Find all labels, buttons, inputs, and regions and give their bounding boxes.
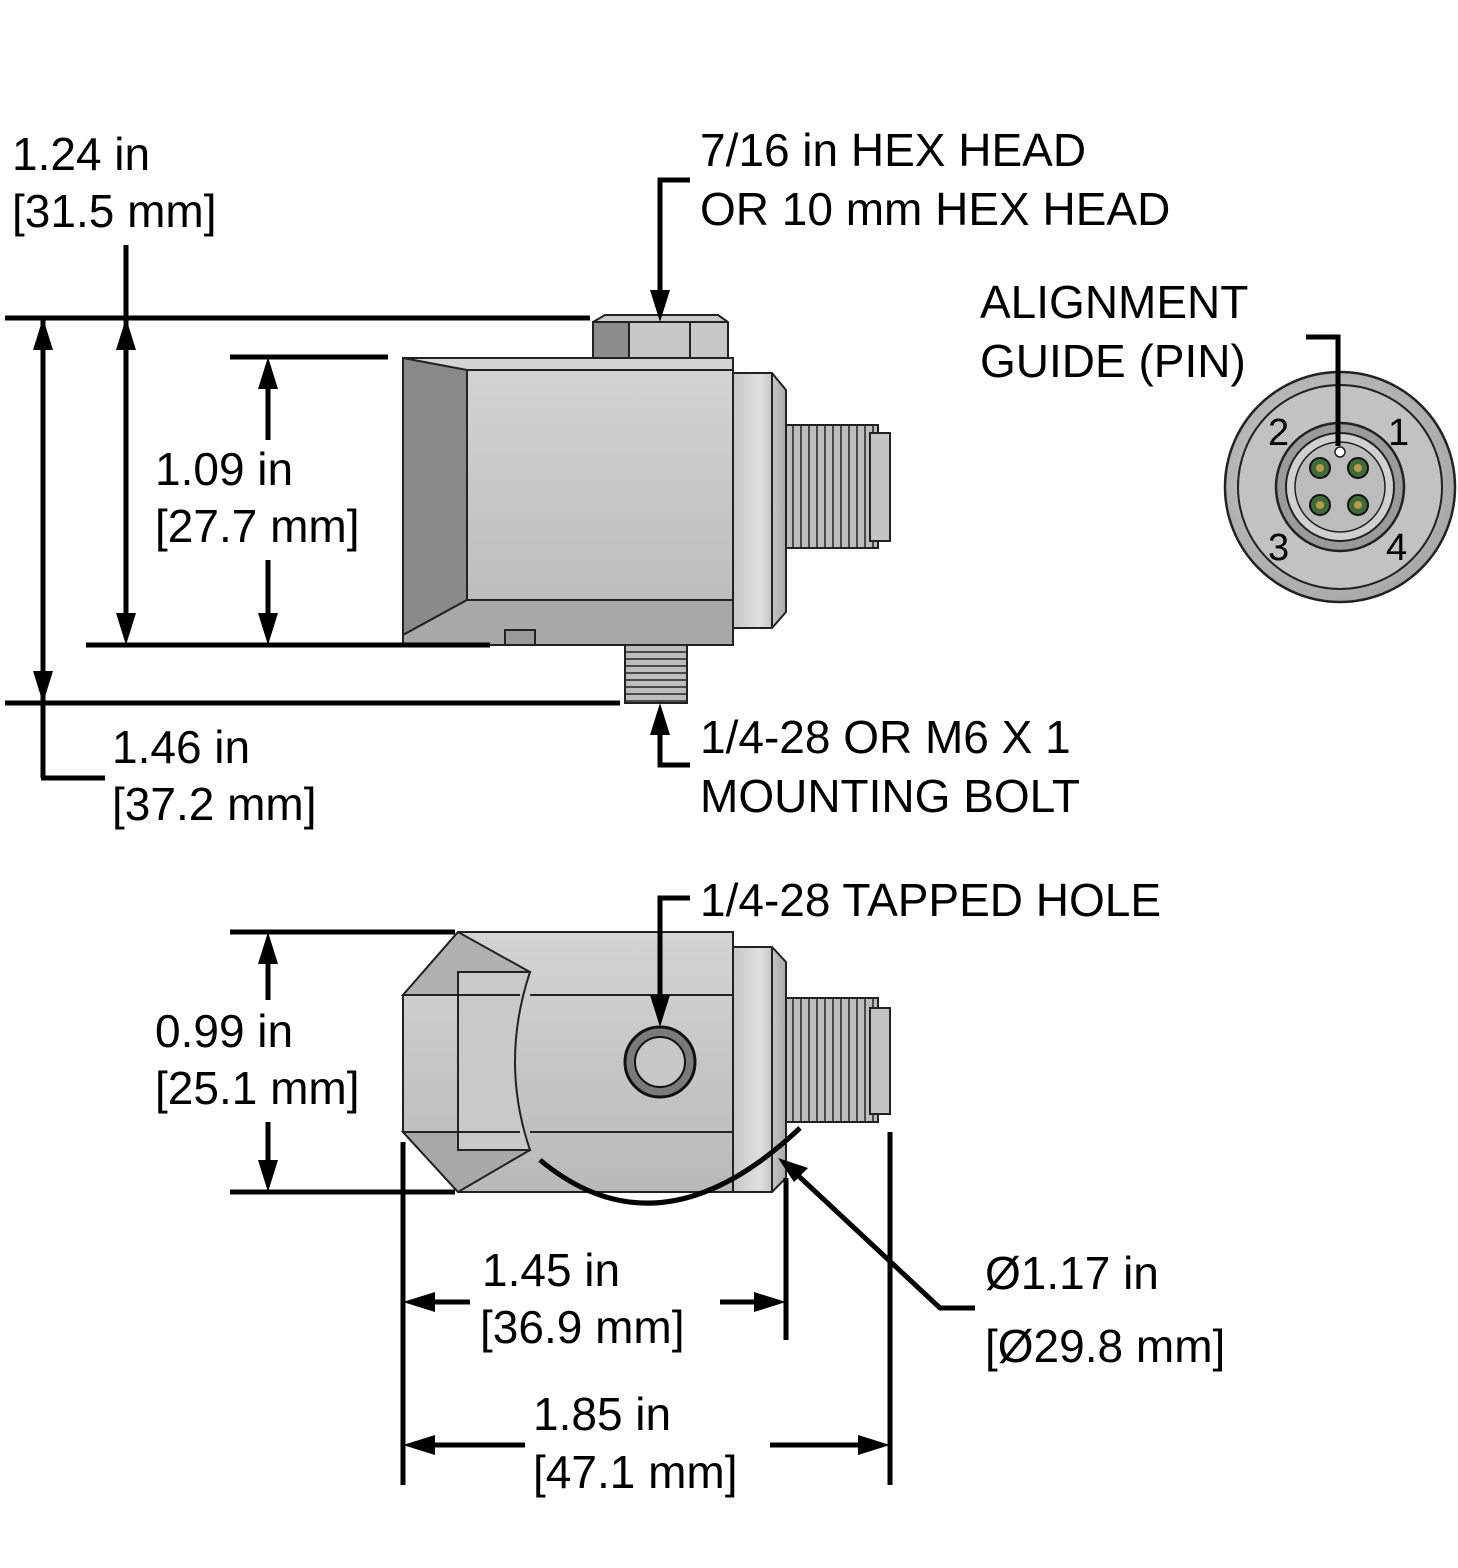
- diameter-mm-label: [Ø29.8 mm]: [985, 1320, 1225, 1372]
- total-height-mm-label: [37.2 mm]: [112, 778, 317, 830]
- hex-head-label-line2: OR 10 mm HEX HEAD: [700, 183, 1170, 235]
- width-side-in-label: 1.24 in: [12, 128, 150, 180]
- top-view: [400, 930, 891, 1206]
- dimension-labels: 1.24 in [31.5 mm] 7/16 in HEX HEAD OR 10…: [12, 124, 1248, 1498]
- body-height-mm-label: [27.7 mm]: [155, 500, 360, 552]
- length-total-mm-label: [47.1 mm]: [533, 1446, 738, 1498]
- connector-pins: [1309, 457, 1369, 516]
- connector-thread: [785, 424, 891, 549]
- alignment-pin: [1334, 446, 1346, 458]
- bolt-label-line2: MOUNTING BOLT: [700, 770, 1080, 822]
- length-body-mm-label: [36.9 mm]: [480, 1301, 685, 1353]
- diameter-in-label: Ø1.17 in: [985, 1247, 1159, 1299]
- pin-label-2: 2: [1268, 412, 1289, 454]
- pin-label-4: 4: [1386, 527, 1407, 569]
- pin-label-3: 3: [1268, 527, 1289, 569]
- bolt-label-line1: 1/4-28 OR M6 X 1: [700, 711, 1071, 763]
- collar: [732, 372, 787, 629]
- pin-label-1: 1: [1388, 412, 1409, 454]
- tapped-hole: [623, 1025, 697, 1099]
- side-view-dimensions: [5, 177, 690, 781]
- collar-top: [732, 946, 787, 1193]
- width-side-mm-label: [31.5 mm]: [12, 185, 217, 237]
- sensor-body-top: [400, 930, 734, 1194]
- sensor-body: [402, 356, 734, 646]
- mounting-bolt: [624, 644, 688, 704]
- length-body-in-label: 1.45 in: [482, 1244, 620, 1296]
- hex-head-label-line1: 7/16 in HEX HEAD: [700, 124, 1086, 176]
- connector-face-view: 1 2 3 4: [1223, 334, 1457, 604]
- side-view: [402, 314, 891, 704]
- body-height-in-label: 1.09 in: [155, 443, 293, 495]
- body-width-mm-label: [25.1 mm]: [155, 1062, 360, 1114]
- alignment-label-line2: GUIDE (PIN): [980, 335, 1246, 387]
- top-view-dimensions: [230, 895, 975, 1485]
- alignment-label-line1: ALIGNMENT: [980, 276, 1248, 328]
- hex-head: [592, 314, 729, 361]
- total-height-in-label: 1.46 in: [112, 721, 250, 773]
- connector-thread-top: [785, 997, 891, 1123]
- tapped-hole-label: 1/4-28 TAPPED HOLE: [700, 874, 1161, 926]
- body-width-in-label: 0.99 in: [155, 1005, 293, 1057]
- length-total-in-label: 1.85 in: [533, 1388, 671, 1440]
